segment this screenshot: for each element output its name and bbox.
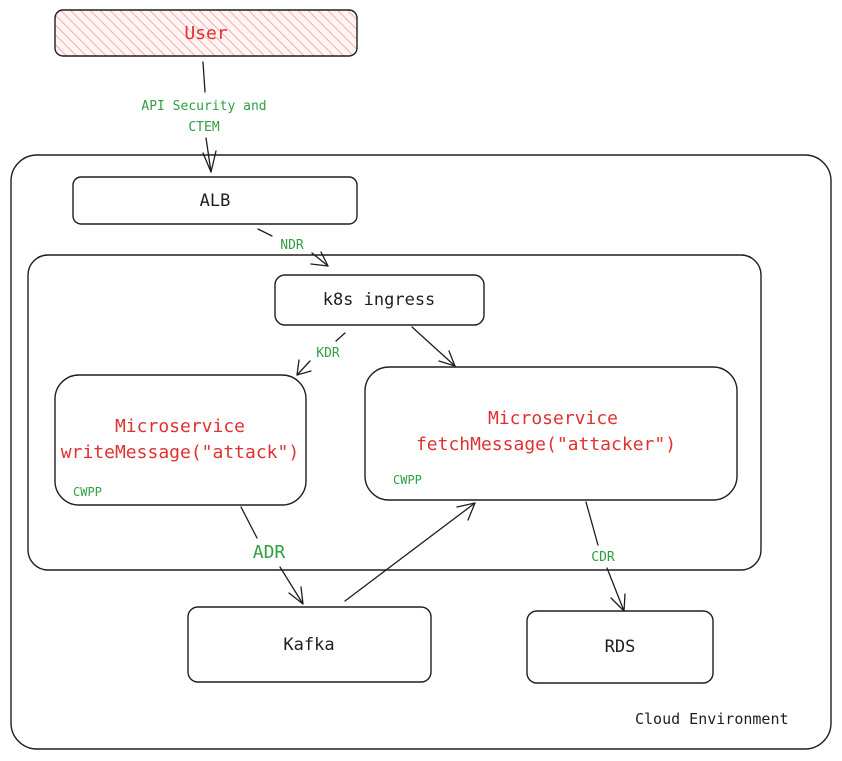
arrow-fetch-to-rds [585,501,626,612]
microservice-write-call: writeMessage("attack") [61,442,299,463]
edge-label-kdr: KDR [316,346,340,361]
ingress-label: k8s ingress [323,290,436,310]
arrow-write-to-kafka [240,506,304,605]
microservice-write-title: Microservice [115,416,245,437]
user-node [54,9,358,57]
edge-label-adr: ADR [253,542,286,563]
cloud-environment-label: Cloud Environment [635,710,789,728]
alb-label: ALB [200,191,231,211]
arrow-user-to-alb [202,61,217,173]
edge-label-ctem: CTEM [188,120,219,135]
microservice-fetch-title: Microservice [488,408,618,429]
edge-label-api-security: API Security and [141,99,266,114]
microservice-fetch-node [364,366,738,501]
rds-label: RDS [605,637,636,657]
kafka-node [187,606,432,683]
microservice-fetch-call: fetchMessage("attacker") [416,434,676,455]
cluster-container [27,254,762,571]
rds-node [526,610,714,684]
alb-node [72,176,358,225]
microservice-write-cwpp-tag: CWPP [73,485,102,499]
microservice-write-node [54,374,307,506]
arrow-kafka-to-fetch [344,502,476,602]
edge-label-cdr: CDR [591,550,615,565]
edge-label-ndr: NDR [280,238,304,253]
arrow-ingress-to-fetch [411,326,456,367]
microservice-fetch-cwpp-tag: CWPP [393,473,422,487]
arrow-ingress-to-write [296,332,346,376]
cloud-environment-boundary [10,154,832,750]
user-label: User [184,23,228,44]
kafka-label: Kafka [283,635,334,655]
ingress-node [274,274,485,326]
arrow-alb-to-ingress [257,228,329,267]
